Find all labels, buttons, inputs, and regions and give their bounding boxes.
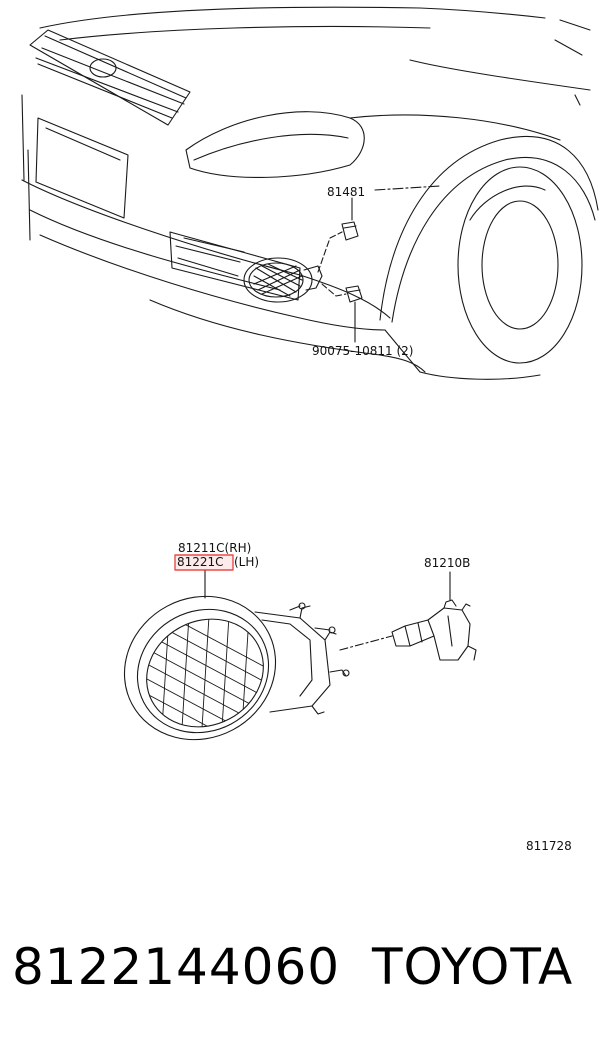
label-lamp-rh: 81211C(RH) <box>178 541 251 555</box>
part-number: 8122144060 <box>12 938 341 996</box>
label-lamp-lh-side: (LH) <box>234 555 259 569</box>
part-highlight-box <box>174 554 234 571</box>
car-front-illustration <box>21 6 599 380</box>
figure-reference: 811728 <box>526 839 572 853</box>
label-bulb: 81210B <box>424 556 470 570</box>
fog-lamp-assembly <box>123 569 393 748</box>
bulb-illustration <box>391 571 477 661</box>
label-bracket: 81481 <box>327 185 365 199</box>
label-clip: 90075-10811 (2) <box>312 344 414 358</box>
label-lamp-lh-code: 81221C <box>177 555 224 569</box>
brand-name: TOYOTA <box>372 938 574 996</box>
part-caption: 8122144060 TOYOTA <box>0 938 600 1008</box>
